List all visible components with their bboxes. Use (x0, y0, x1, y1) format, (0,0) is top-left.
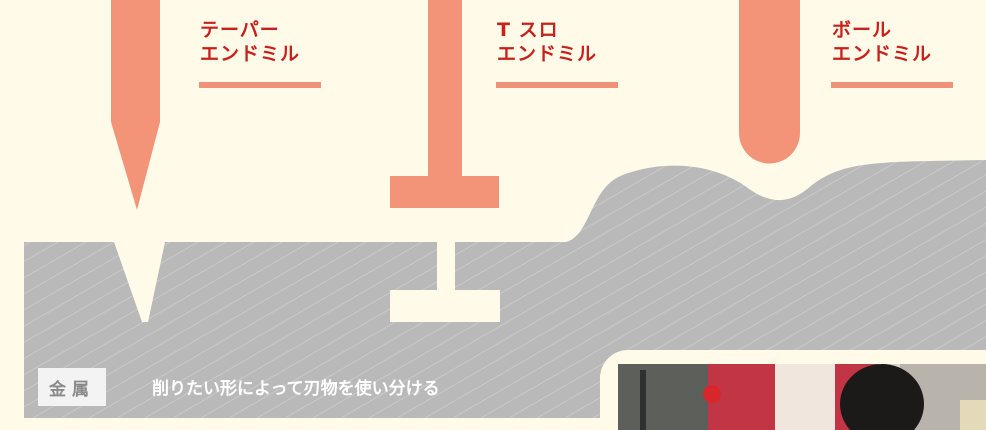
taper-endmill-label: テーパー エンドミル (200, 18, 300, 66)
tslot-endmill-tool (390, 0, 499, 208)
tool-label-line2: エンドミル (497, 43, 598, 65)
operator-photo (600, 350, 986, 430)
red-knob-icon (703, 385, 721, 403)
tool-label-line2: エンドミル (200, 43, 301, 65)
ball-endmill-tool (739, 0, 800, 164)
ball-endmill-underline (831, 82, 953, 88)
taper-endmill-underline (199, 82, 321, 88)
person-head (840, 364, 924, 430)
tslot-endmill-label: T スロ エンドミル (497, 18, 597, 66)
tool-label-line1: テーパー (200, 19, 280, 41)
tslot-endmill-underline (496, 82, 618, 88)
tool-label-line1: ボール (832, 19, 893, 41)
taper-endmill-tool (111, 0, 160, 210)
tool-label-line2: エンドミル (832, 43, 933, 65)
material-description: 削りたい形によって刃物を使い分ける (152, 379, 440, 399)
photo-image (618, 364, 986, 430)
tool-label-line1: T スロ (497, 19, 559, 41)
material-badge: 金属 (38, 368, 106, 406)
ball-endmill-label: ボール エンドミル (832, 18, 932, 66)
